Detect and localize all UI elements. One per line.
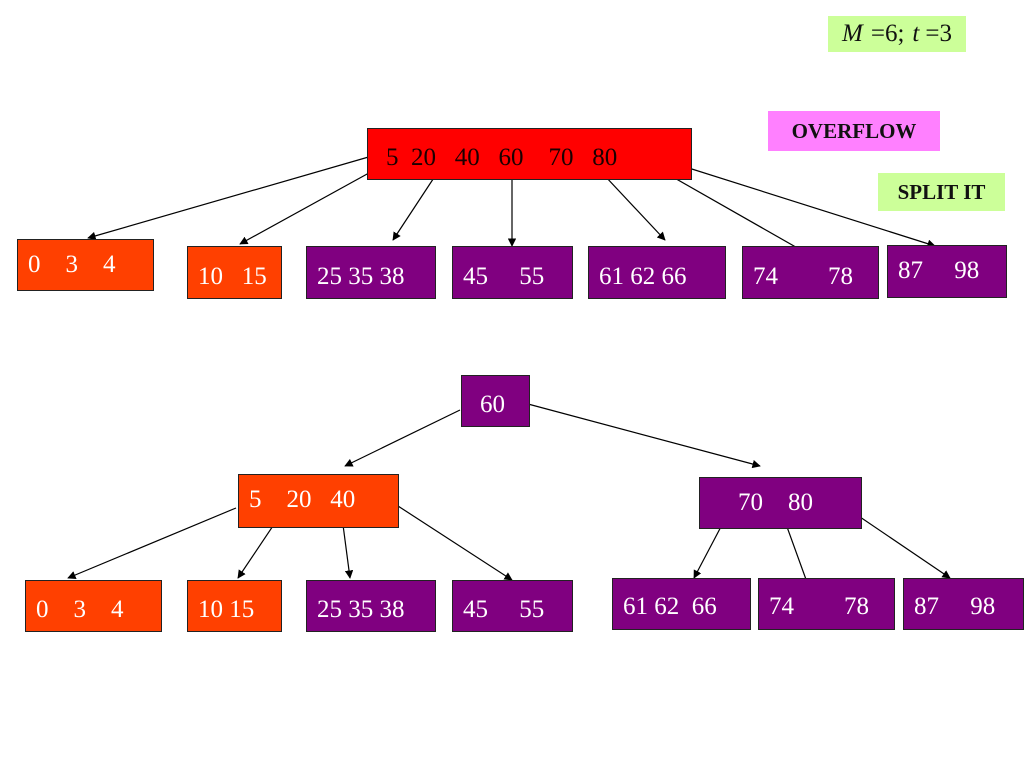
- edge: [344, 409, 461, 467]
- edge: [675, 163, 936, 248]
- overflow-root-node: 5 20 40 60 70 80: [367, 128, 692, 180]
- edge: [239, 167, 379, 245]
- edge: [87, 155, 373, 240]
- edge: [397, 505, 513, 581]
- internal-node-left: 5 20 40: [238, 474, 399, 528]
- parameters-badge: M =6; t =3: [828, 16, 966, 52]
- leaf-node: 25 35 38: [306, 246, 436, 299]
- t-symbol: t: [912, 20, 920, 47]
- m-symbol: M: [842, 20, 863, 47]
- leaf-node: 74 78: [758, 578, 895, 630]
- edge: [527, 403, 761, 469]
- new-root-node: 60: [461, 375, 530, 427]
- overflow-badge: OVERFLOW: [768, 111, 940, 151]
- leaf-node: 25 35 38: [306, 580, 436, 632]
- leaf-node: 87 98: [887, 245, 1007, 298]
- internal-node-right: 70 80: [699, 477, 862, 529]
- leaf-node: 45 55: [452, 246, 573, 299]
- leaf-node: 0 3 4: [17, 239, 154, 291]
- leaf-node: 10 15: [187, 580, 282, 632]
- leaf-node: 74 78: [742, 246, 879, 299]
- leaf-node: 0 3 4: [25, 580, 162, 632]
- edge: [67, 507, 237, 579]
- leaf-node: 61 62 66: [612, 578, 751, 630]
- t-value: =3: [925, 20, 952, 47]
- split-badge: SPLIT IT: [878, 173, 1005, 211]
- leaf-node: 45 55: [452, 580, 573, 632]
- leaf-node: 87 98: [903, 578, 1024, 630]
- leaf-node: 10 15: [187, 246, 282, 299]
- m-value: =6;: [870, 20, 905, 47]
- leaf-node: 61 62 66: [588, 246, 726, 299]
